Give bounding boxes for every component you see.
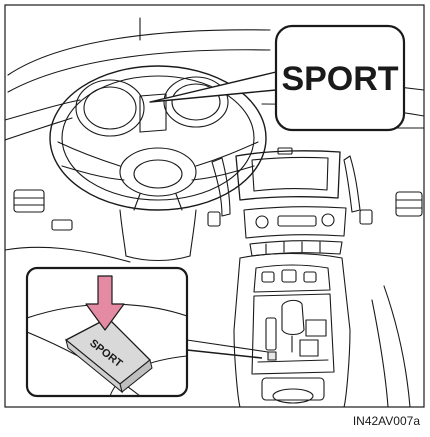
- sport-indicator-callout: SPORT: [276, 26, 404, 130]
- sport-button-inset: SPORT: [27, 268, 187, 396]
- figure-code: IN42AV007a: [353, 414, 420, 428]
- sport-indicator-label: SPORT: [281, 60, 398, 98]
